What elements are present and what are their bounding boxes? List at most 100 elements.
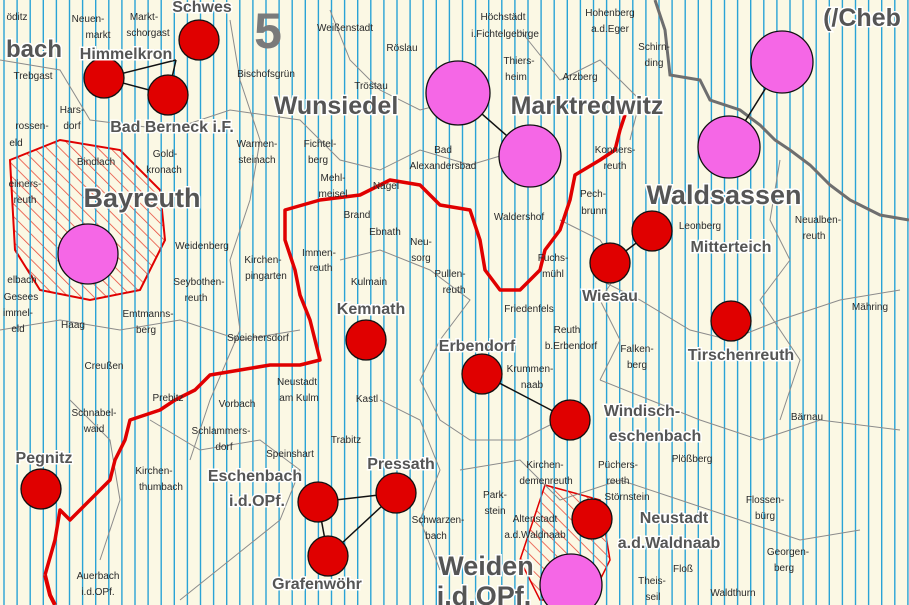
place-label: Friedenfels [504, 304, 553, 315]
pink-marker-waldsassen[interactable] [697, 115, 761, 179]
place-label: a.d.Eger [591, 24, 629, 35]
place-label: Mehl- [320, 173, 345, 184]
red-marker-wiesau[interactable] [589, 242, 631, 284]
place-label: Park- [483, 490, 507, 501]
place-label: reuth [14, 195, 37, 206]
label-eschenbach-1: Eschenbach [208, 468, 302, 485]
red-marker-eschenbach[interactable] [297, 481, 339, 523]
place-label: Altenstadt [513, 514, 558, 525]
place-label: Warmen- [237, 139, 278, 150]
label-windisch-1: Windisch- [604, 403, 680, 420]
place-label: heim [505, 72, 527, 83]
red-marker-windischeschenbach[interactable] [549, 399, 591, 441]
label-eschenbach-2: i.d.OPf. [229, 493, 285, 510]
place-label: Höchstädt [480, 12, 525, 23]
label-weiden-2: i.d.OPf. [437, 581, 532, 605]
place-label: eld [11, 324, 24, 335]
red-marker-grafenwoehr[interactable] [307, 535, 349, 577]
place-label: sorg [411, 253, 430, 264]
place-label: reuth [607, 476, 630, 487]
pink-marker-bayreuth[interactable] [57, 223, 119, 285]
place-label: mühl [542, 269, 564, 280]
red-marker-pressath[interactable] [375, 472, 417, 514]
label-windisch-2: eschenbach [609, 428, 701, 445]
place-label: Neu- [410, 237, 432, 248]
red-marker-kemnath[interactable] [345, 319, 387, 361]
place-label: Bärnau [791, 412, 823, 423]
place-label: Theis- [638, 576, 666, 587]
place-label: Püchers- [598, 460, 638, 471]
place-label: Flossen- [746, 495, 784, 506]
place-label: thumbach [139, 482, 183, 493]
label-mitterteich: Mitterteich [691, 239, 772, 256]
label-tirschenreuth: Tirschenreuth [688, 347, 794, 364]
red-marker-schwes[interactable] [178, 19, 220, 61]
place-label: Bindlach [77, 157, 115, 168]
place-label: Neualben- [795, 215, 841, 226]
red-marker-bad-berneck[interactable] [147, 74, 189, 116]
place-label: Brand [344, 210, 371, 221]
label-erbendorf: Erbendorf [439, 338, 516, 355]
label-neustadt-2: a.d.Waldnaab [618, 535, 721, 552]
place-label: a.d.Waldnaab [504, 530, 566, 541]
place-label: Auerbach [77, 571, 120, 582]
place-label: markt [86, 30, 111, 41]
place-label: Weißenstadt [317, 23, 373, 34]
place-label: Konners- [595, 145, 636, 156]
red-marker-pegnitz[interactable] [20, 468, 62, 510]
place-label: Reuth [554, 325, 581, 336]
place-label: meisel [319, 189, 348, 200]
place-label: Alexandersbad [410, 161, 477, 172]
place-label: kronach [146, 165, 182, 176]
red-marker-erbendorf[interactable] [461, 353, 503, 395]
place-label: Speinshart [266, 449, 314, 460]
place-label: Tröstau [354, 81, 388, 92]
place-label: Schlammers- [192, 426, 251, 437]
place-label: Arzberg [562, 72, 597, 83]
red-marker-mitterteich[interactable] [631, 210, 673, 252]
small-labels-layer: Weißenstadt Höchstädt i.Fichtelgebirge H… [3, 8, 888, 603]
region-border [43, 114, 627, 576]
place-label: reuth [803, 231, 826, 242]
red-marker-neustadt[interactable] [571, 498, 613, 540]
pink-marker-marktredwitz[interactable] [498, 124, 562, 188]
place-label: brunn [581, 206, 607, 217]
place-label: Kulmain [351, 277, 387, 288]
red-marker-himmelkron[interactable] [83, 57, 125, 99]
place-label: seil [645, 592, 660, 603]
pink-marker-weiden[interactable] [539, 553, 603, 605]
region-border-south [43, 574, 57, 605]
place-label: elbach [7, 275, 36, 286]
place-label: Kirchen- [526, 460, 563, 471]
place-label: bürg [755, 511, 775, 522]
place-label: Haag [61, 320, 85, 331]
place-label: reuth [310, 263, 333, 274]
place-label: Creußen [85, 361, 124, 372]
place-label: Neustadt [277, 377, 317, 388]
place-label: Hars- [60, 105, 84, 116]
place-label: Trabitz [331, 435, 361, 446]
label-schwes: Schwes [172, 0, 232, 16]
label-pressath: Pressath [367, 456, 435, 473]
place-label: Waldthurn [710, 588, 755, 599]
place-label: Fuchs- [538, 253, 569, 264]
place-label: bach [425, 531, 447, 542]
pink-marker-cheb[interactable] [750, 30, 814, 94]
place-label: Störnstein [604, 492, 649, 503]
pink-marker-wunsiedel[interactable] [425, 60, 491, 126]
place-label: dorf [215, 442, 232, 453]
place-label: rossen- [15, 121, 48, 132]
place-label: Georgen- [767, 547, 809, 558]
place-label: Krummen- [507, 364, 554, 375]
place-label: reuth [443, 285, 466, 296]
place-label: öditz [6, 12, 27, 23]
place-label: berg [627, 360, 647, 371]
label-weiden: Weiden [438, 551, 534, 581]
red-marker-tirschenreuth[interactable] [710, 300, 752, 342]
place-label: Falken- [620, 344, 653, 355]
place-label: Mähring [852, 302, 888, 313]
label-kemnath: Kemnath [337, 301, 405, 318]
label-himmelkron: Himmelkron [80, 46, 172, 63]
